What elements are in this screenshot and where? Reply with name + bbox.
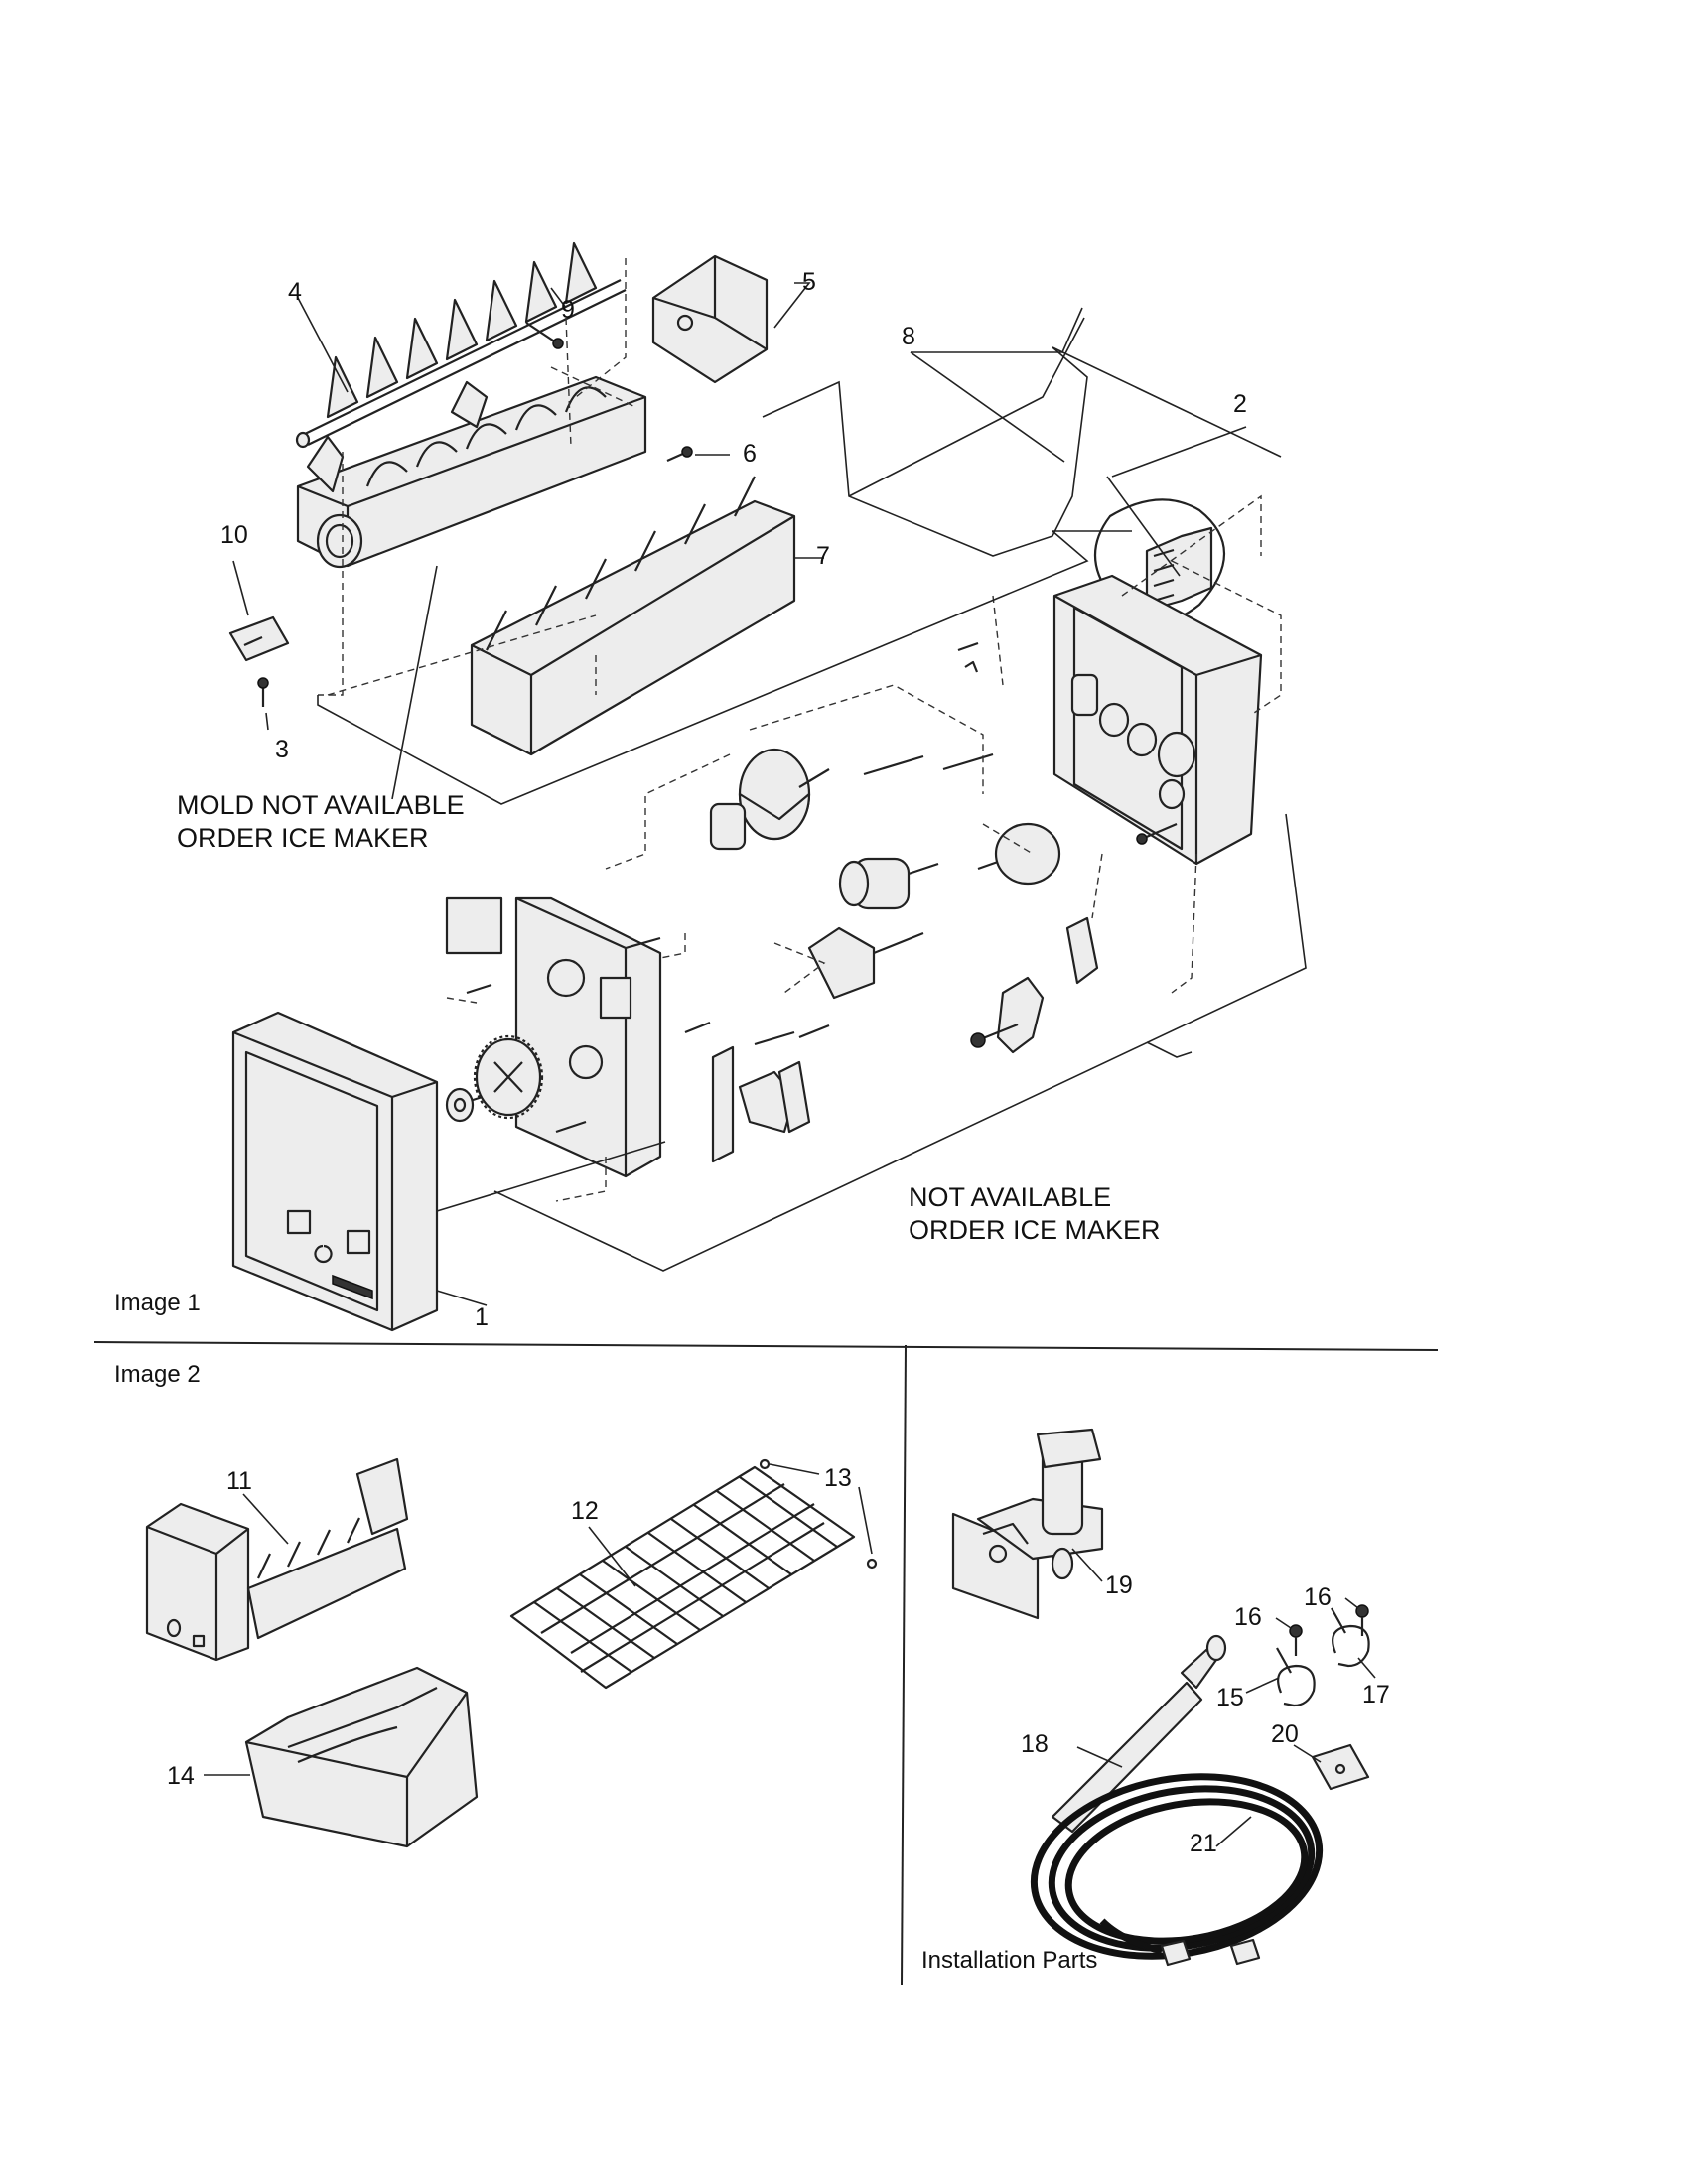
section-divider-horizontal xyxy=(93,1341,1439,1351)
not-available-note-line1: NOT AVAILABLE xyxy=(909,1182,1111,1212)
tube-clamps xyxy=(1276,1604,1370,1707)
water-valve xyxy=(951,1428,1104,1620)
callout-8: 8 xyxy=(902,323,915,350)
mold-note-line2: ORDER ICE MAKER xyxy=(177,823,429,853)
callout-7: 7 xyxy=(816,542,830,570)
callout-19: 19 xyxy=(1105,1571,1133,1599)
ice-mold xyxy=(296,375,647,569)
water-line-coil xyxy=(1030,1773,1324,1967)
heater-clip xyxy=(228,615,290,662)
mold-note-line1: MOLD NOT AVAILABLE xyxy=(177,790,465,820)
ice-stripper xyxy=(470,476,796,756)
leader-lines-image2 xyxy=(204,1463,873,1776)
explosion-lines xyxy=(318,258,1282,1202)
callout-9: 9 xyxy=(561,296,575,324)
callout-16-left: 16 xyxy=(1234,1603,1262,1631)
callout-3: 3 xyxy=(275,736,289,763)
wire-harness xyxy=(762,317,1282,557)
callout-4: 4 xyxy=(288,278,302,306)
callout-16-right: 16 xyxy=(1304,1583,1332,1611)
mounting-clip xyxy=(1311,1743,1370,1791)
switch-bracket xyxy=(684,1021,830,1163)
drive-gear xyxy=(445,1034,544,1123)
callout-18: 18 xyxy=(1021,1730,1049,1758)
callout-6: 6 xyxy=(743,440,757,468)
callout-17: 17 xyxy=(1362,1681,1390,1708)
control-housing xyxy=(1052,574,1263,866)
group-brackets xyxy=(317,530,1307,1272)
section-label-installation: Installation Parts xyxy=(921,1947,1097,1974)
mounting-plate xyxy=(445,896,662,1178)
drive-motor xyxy=(709,748,830,851)
wire-shelf xyxy=(509,1458,878,1690)
callout-10: 10 xyxy=(220,521,248,549)
leader-lines-image1 xyxy=(232,282,1247,1306)
ice-maker-assembly xyxy=(145,1457,409,1662)
callout-1: 1 xyxy=(475,1303,489,1331)
callout-21: 21 xyxy=(1190,1830,1217,1857)
callout-11: 11 xyxy=(226,1467,252,1495)
callout-15: 15 xyxy=(1216,1684,1244,1711)
screws-upper xyxy=(257,322,693,707)
ice-bucket xyxy=(244,1666,479,1848)
callout-2: 2 xyxy=(1233,390,1247,418)
callout-5: 5 xyxy=(802,268,816,296)
callout-20: 20 xyxy=(1271,1720,1299,1748)
internal-components xyxy=(807,641,1178,1054)
section-label-image1: Image 1 xyxy=(114,1290,201,1316)
mold-cover xyxy=(651,254,769,384)
leader-lines-installation xyxy=(1071,1548,1376,1847)
not-available-note-line2: ORDER ICE MAKER xyxy=(909,1215,1161,1245)
section-divider-vertical xyxy=(901,1344,907,1986)
callout-13: 13 xyxy=(824,1464,852,1492)
section-label-image2: Image 2 xyxy=(114,1361,201,1388)
front-cover xyxy=(231,1011,439,1332)
callout-12: 12 xyxy=(571,1497,599,1525)
callout-14: 14 xyxy=(167,1762,195,1790)
ejector-blade xyxy=(295,241,627,449)
